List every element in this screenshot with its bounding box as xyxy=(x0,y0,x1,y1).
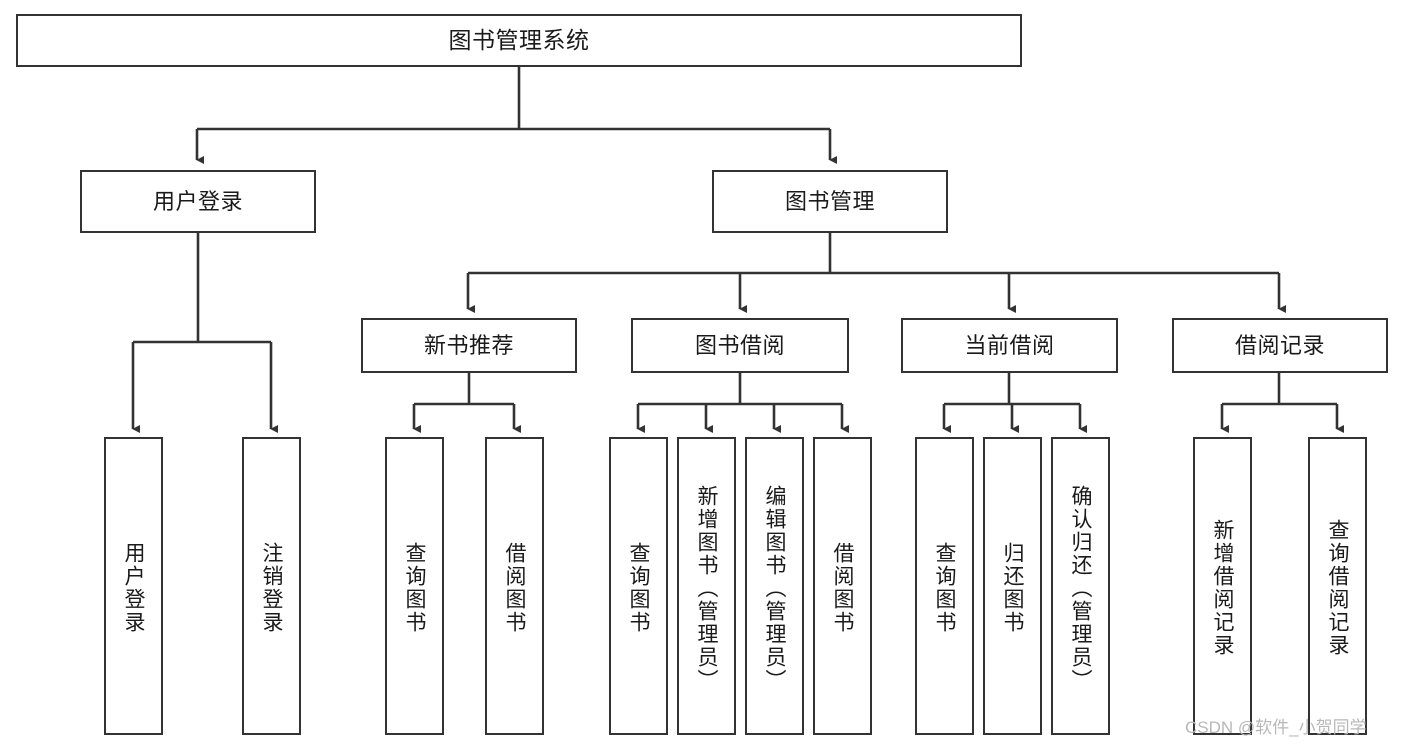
node-user-login-label: 用户登录 xyxy=(152,188,243,214)
node-leaf-user-login-label: 用户登录 xyxy=(122,542,145,634)
node-leaf-confirm-return[interactable]: 确认归还（管理员） xyxy=(1051,437,1110,735)
node-leaf-borrow-book-1[interactable]: 借阅图书 xyxy=(485,437,544,735)
node-new-book-rec-label: 新书推荐 xyxy=(423,332,514,358)
node-leaf-add-record-label: 新增借阅记录 xyxy=(1211,519,1234,657)
node-leaf-query-book-1[interactable]: 查询图书 xyxy=(385,437,444,735)
node-borrow-record[interactable]: 借阅记录 xyxy=(1172,318,1388,373)
node-root[interactable]: 图书管理系统 xyxy=(16,14,1022,67)
node-leaf-edit-book[interactable]: 编辑图书（管理员） xyxy=(745,437,804,735)
node-leaf-add-record[interactable]: 新增借阅记录 xyxy=(1193,437,1252,735)
node-leaf-query-book-3-label: 查询图书 xyxy=(933,542,956,634)
node-root-label: 图书管理系统 xyxy=(448,26,590,53)
node-leaf-confirm-return-label: 确认归还（管理员） xyxy=(1069,484,1092,692)
node-current-borrow[interactable]: 当前借阅 xyxy=(901,318,1118,373)
node-current-borrow-label: 当前借阅 xyxy=(964,332,1055,358)
node-leaf-add-book[interactable]: 新增图书（管理员） xyxy=(677,437,736,735)
node-leaf-user-login[interactable]: 用户登录 xyxy=(104,437,163,735)
csdn-watermark: CSDN @软件_小贺同学 xyxy=(1185,718,1367,737)
node-leaf-logout[interactable]: 注销登录 xyxy=(242,437,301,735)
node-book-borrow[interactable]: 图书借阅 xyxy=(631,318,849,373)
node-leaf-query-book-2-label: 查询图书 xyxy=(627,542,650,634)
node-borrow-record-label: 借阅记录 xyxy=(1234,332,1325,358)
node-leaf-return-book-label: 归还图书 xyxy=(1001,542,1024,634)
node-user-login[interactable]: 用户登录 xyxy=(80,170,316,233)
node-book-manage[interactable]: 图书管理 xyxy=(712,170,948,233)
node-leaf-borrow-book-2[interactable]: 借阅图书 xyxy=(813,437,872,735)
node-leaf-add-book-label: 新增图书（管理员） xyxy=(695,484,718,692)
node-leaf-query-book-3[interactable]: 查询图书 xyxy=(915,437,974,735)
node-leaf-edit-book-label: 编辑图书（管理员） xyxy=(763,484,786,692)
node-leaf-query-book-2[interactable]: 查询图书 xyxy=(609,437,668,735)
node-leaf-logout-label: 注销登录 xyxy=(260,542,283,634)
node-leaf-borrow-book-2-label: 借阅图书 xyxy=(831,542,854,634)
node-leaf-borrow-book-1-label: 借阅图书 xyxy=(503,542,526,634)
node-book-borrow-label: 图书借阅 xyxy=(694,332,785,358)
node-new-book-rec[interactable]: 新书推荐 xyxy=(361,318,577,373)
node-leaf-query-book-1-label: 查询图书 xyxy=(403,542,426,634)
node-leaf-query-record-label: 查询借阅记录 xyxy=(1326,519,1349,657)
node-book-manage-label: 图书管理 xyxy=(784,188,875,214)
node-leaf-return-book[interactable]: 归还图书 xyxy=(983,437,1042,735)
node-leaf-query-record[interactable]: 查询借阅记录 xyxy=(1308,437,1367,735)
